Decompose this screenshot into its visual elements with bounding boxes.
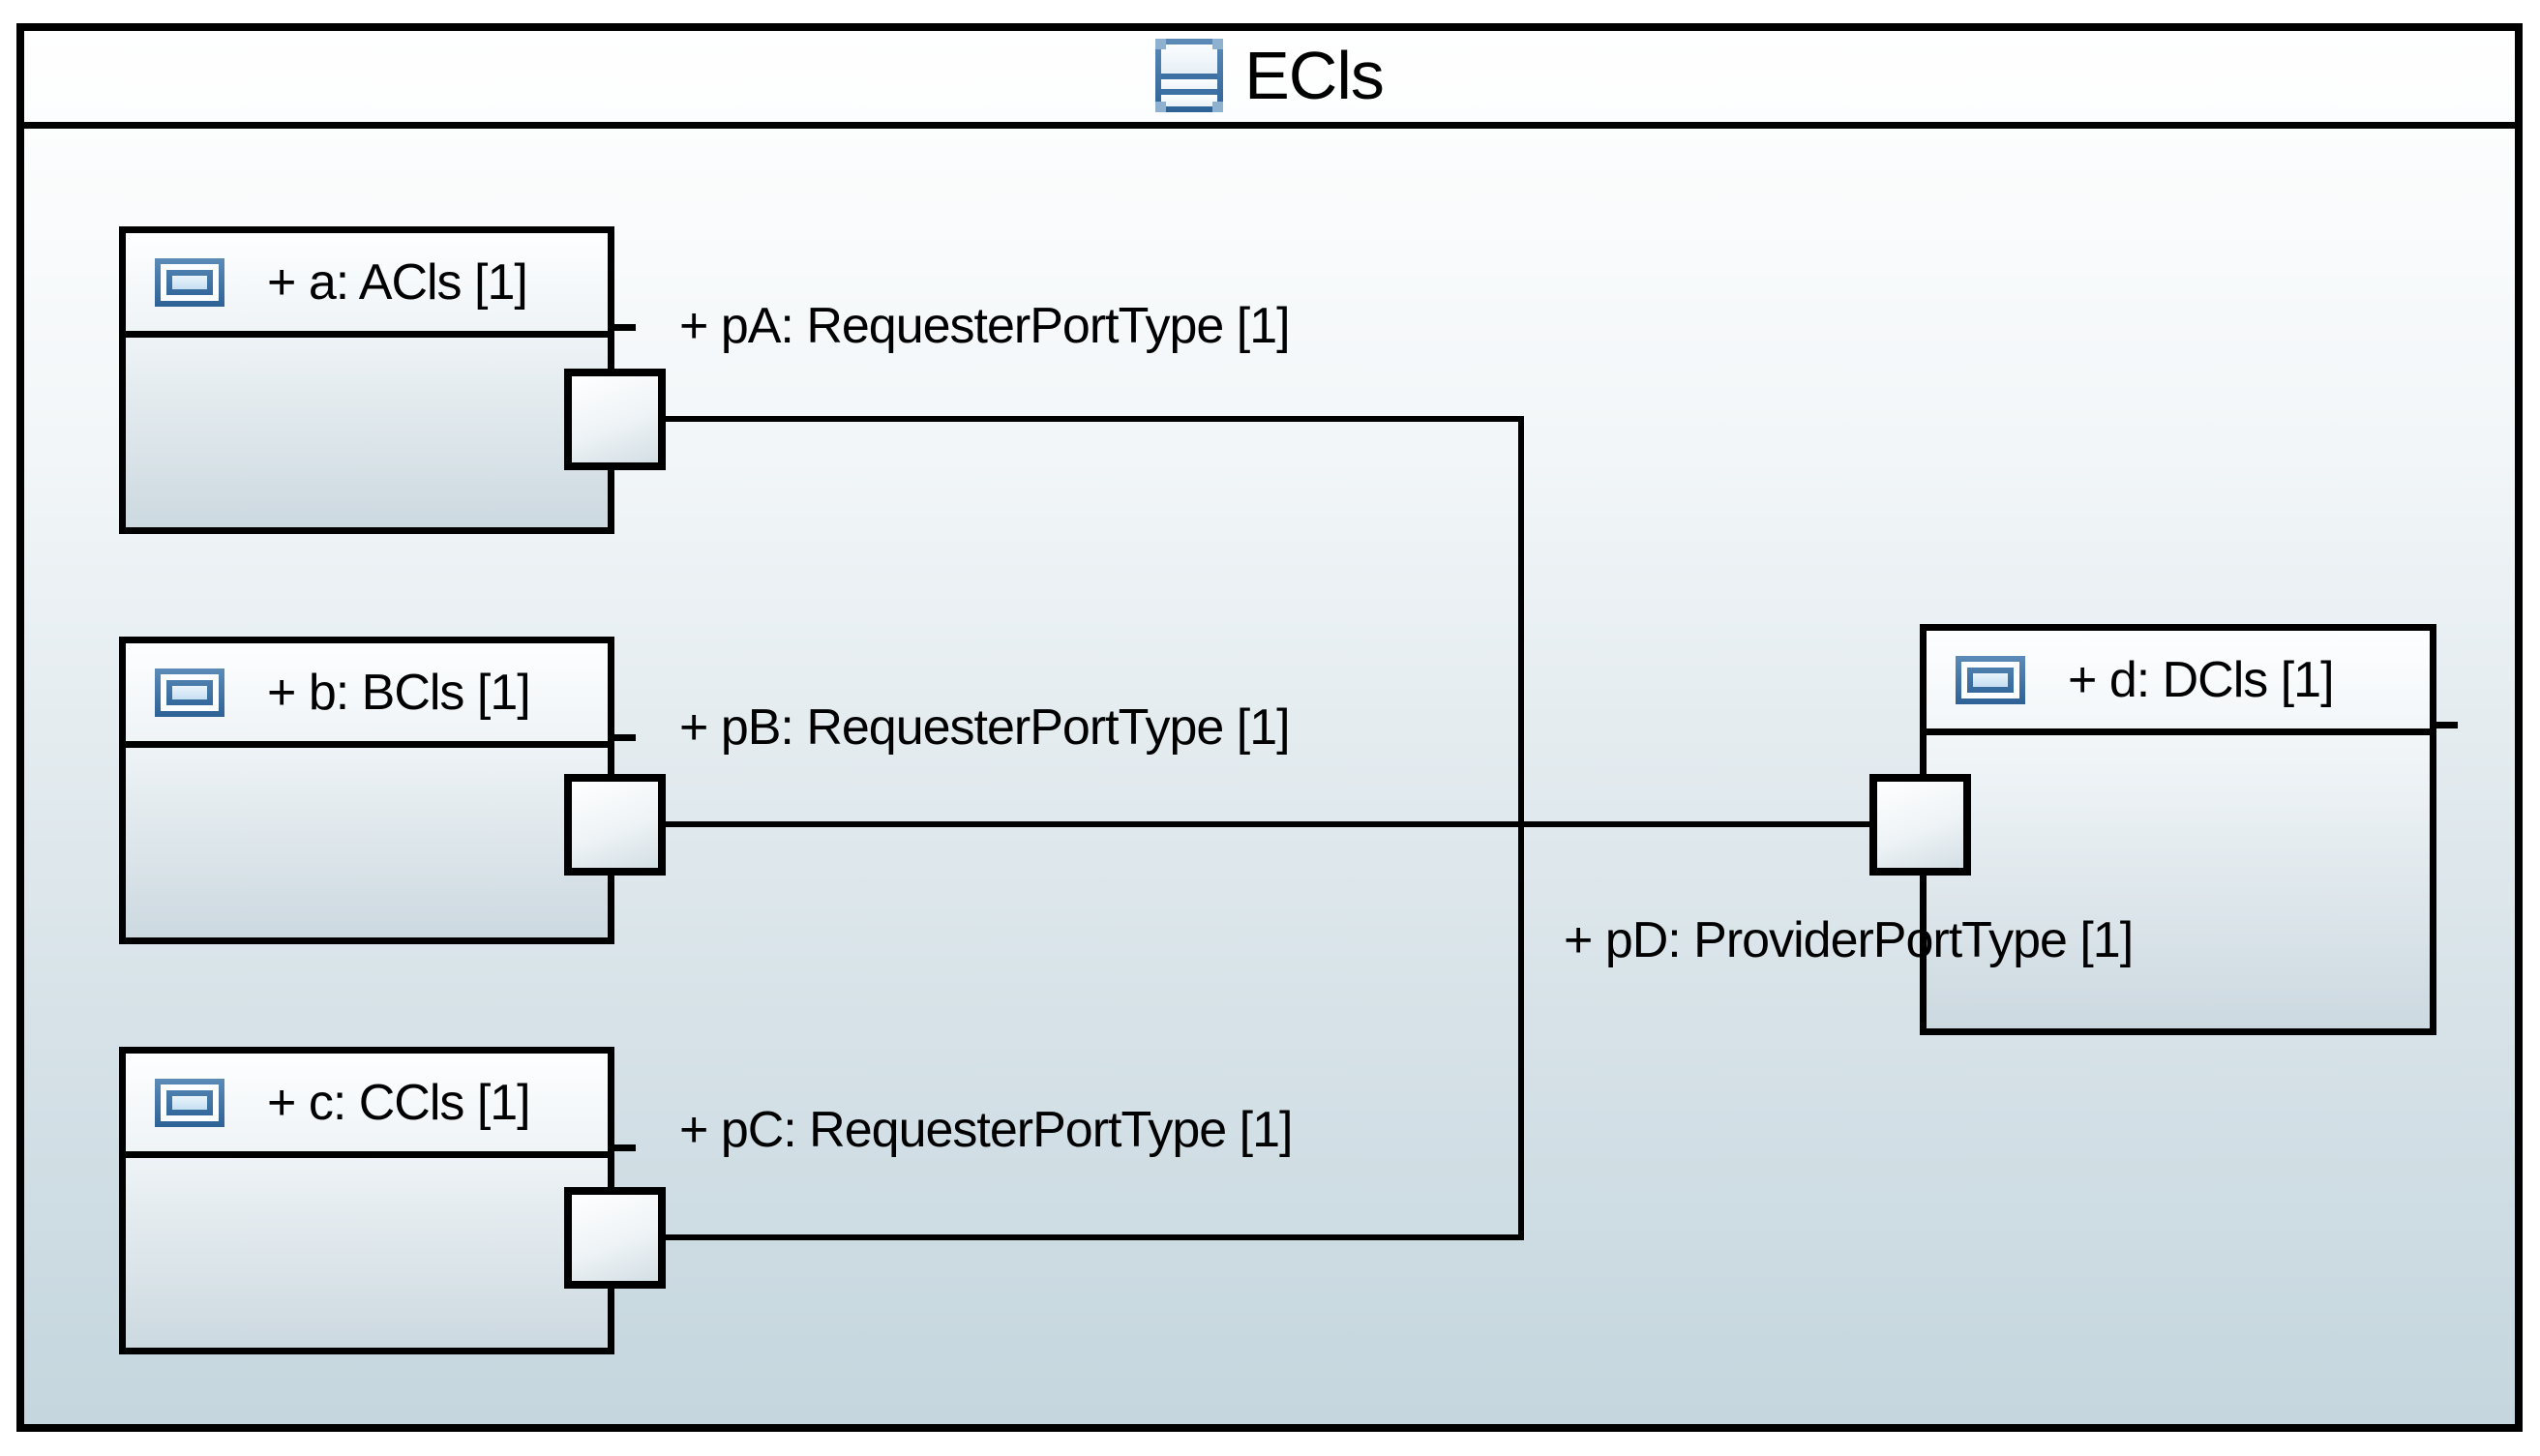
class-icon bbox=[1155, 39, 1224, 112]
connector-pa[interactable] bbox=[666, 416, 1524, 422]
port-label-pd[interactable]: + pD: ProviderPortType [1] bbox=[1564, 912, 2134, 968]
port-label-pc[interactable]: + pC: RequesterPortType [1] bbox=[679, 1102, 1293, 1158]
part-a-header[interactable]: + a: ACls [1] bbox=[126, 233, 608, 331]
part-c-separator bbox=[126, 1151, 608, 1158]
part-a[interactable]: + a: ACls [1] bbox=[119, 226, 614, 534]
part-d-header[interactable]: + d: DCls [1] bbox=[1927, 631, 2430, 728]
port-pb[interactable] bbox=[564, 774, 666, 876]
part-c-header[interactable]: + c: CCls [1] bbox=[126, 1054, 608, 1151]
port-pa[interactable] bbox=[564, 369, 666, 470]
connector-bus-vertical[interactable] bbox=[1518, 416, 1524, 1240]
port-pc[interactable] bbox=[564, 1187, 666, 1289]
part-d-separator bbox=[1927, 728, 2430, 735]
part-d-separator-tick bbox=[2436, 722, 2458, 728]
part-b-header[interactable]: + b: BCls [1] bbox=[126, 643, 608, 741]
port-label-pb[interactable]: + pB: RequesterPortType [1] bbox=[679, 699, 1291, 756]
part-b-separator bbox=[126, 741, 608, 748]
connector-pb-pd[interactable] bbox=[666, 821, 1869, 827]
part-a-separator-tick bbox=[614, 324, 636, 331]
part-a-separator bbox=[126, 331, 608, 338]
part-icon bbox=[155, 668, 224, 717]
part-d-label: + d: DCls [1] bbox=[2068, 651, 2335, 708]
frame-title: ECls bbox=[1244, 38, 1385, 113]
part-c-separator-tick bbox=[614, 1144, 636, 1151]
part-icon bbox=[155, 257, 224, 307]
part-b[interactable]: + b: BCls [1] bbox=[119, 637, 614, 944]
part-a-label: + a: ACls [1] bbox=[267, 253, 528, 311]
part-c-label: + c: CCls [1] bbox=[267, 1074, 531, 1131]
frame-title-bar[interactable]: ECls bbox=[24, 35, 2515, 116]
part-b-separator-tick bbox=[614, 734, 636, 741]
part-icon bbox=[155, 1078, 224, 1127]
port-pd[interactable] bbox=[1869, 774, 1971, 876]
port-label-pa[interactable]: + pA: RequesterPortType [1] bbox=[679, 298, 1291, 354]
part-c[interactable]: + c: CCls [1] bbox=[119, 1047, 614, 1354]
part-b-label: + b: BCls [1] bbox=[267, 664, 531, 721]
part-d[interactable]: + d: DCls [1] bbox=[1920, 624, 2436, 1035]
connector-pc[interactable] bbox=[666, 1234, 1524, 1240]
part-icon bbox=[1956, 655, 2025, 704]
title-separator bbox=[24, 122, 2515, 129]
